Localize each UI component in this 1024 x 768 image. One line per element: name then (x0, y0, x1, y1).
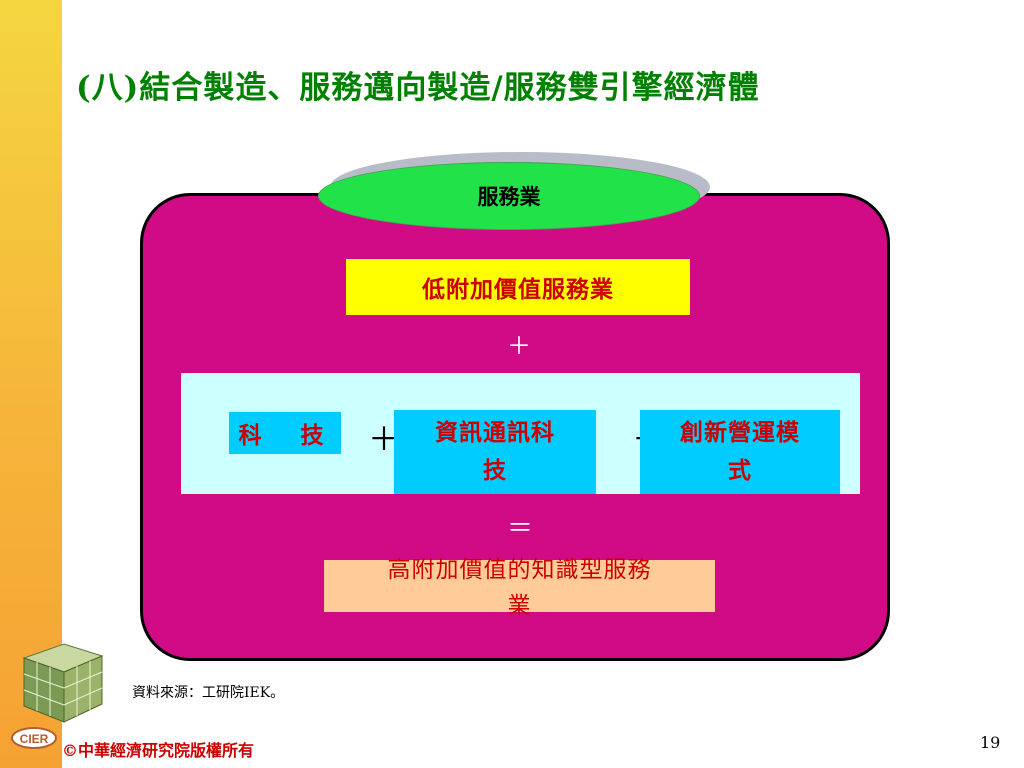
page-number: 19 (980, 733, 1001, 752)
service-ellipse: 服務業 (318, 162, 700, 230)
technology-label: 科 技 (229, 412, 341, 454)
innovation-box: 創新營運模 式 (640, 410, 840, 494)
high-value-line-2: 業 (507, 593, 532, 619)
equals-sign: ＝ (507, 514, 534, 544)
source-note: 資料來源：工研院IEK。 (132, 685, 285, 701)
slide-title: (八)結合製造、服務邁向製造/服務雙引擎經濟體 (76, 70, 760, 106)
service-ellipse-label: 服務業 (477, 184, 541, 209)
copyright-footer: ©中華經濟研究院版權所有 (62, 741, 255, 760)
low-value-service-box: 低附加價值服務業 (346, 259, 690, 315)
ict-line-2: 技 (483, 457, 507, 484)
side-gradient-bar (0, 0, 62, 768)
ict-line-1: 資訊通訊科 (435, 419, 555, 446)
innovation-line-2: 式 (728, 457, 752, 484)
ict-box: 資訊通訊科 技 (394, 410, 596, 494)
high-value-service-text: 高附加價值的知識型服務 業 (324, 552, 715, 624)
high-value-service-box (324, 560, 715, 612)
high-value-line-1: 高附加價值的知識型服務 (387, 557, 652, 583)
plus-sign-top: ＋ (507, 332, 531, 360)
cier-logo-text: CIER (20, 732, 49, 746)
innovation-line-1: 創新營運模 (680, 419, 800, 446)
cier-cube-logo: CIER (11, 643, 104, 749)
